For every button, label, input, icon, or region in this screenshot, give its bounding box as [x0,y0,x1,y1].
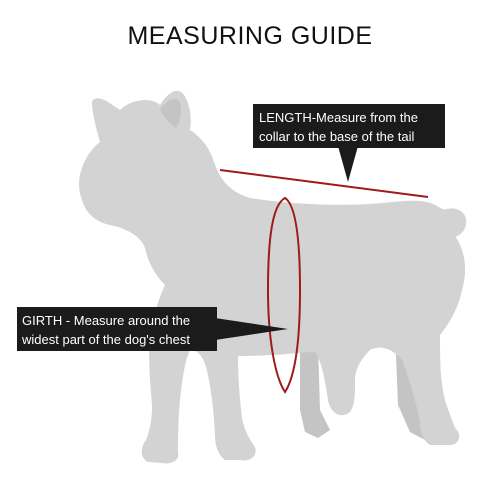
length-callout-line-2: collar to the base of the tail [259,129,415,144]
length-callout-line-1: LENGTH-Measure from the [259,110,418,125]
girth-callout-line-1: GIRTH - Measure around the [22,313,191,328]
length-measure-line [219,169,429,198]
dog-ear-inner [160,98,181,128]
length-callout-pointer [338,146,358,182]
girth-callout-line-2: widest part of the dog's chest [22,332,190,347]
girth-callout-pointer [215,318,288,340]
dog-tail [440,208,467,238]
girth-measure-loop [266,196,302,394]
page-title: MEASURING GUIDE [127,22,373,50]
girth-callout: GIRTH - Measure around the widest part o… [17,307,217,351]
dog-silhouette [79,90,467,464]
length-callout: LENGTH-Measure from the collar to the ba… [253,104,445,148]
dog-body [79,90,466,464]
